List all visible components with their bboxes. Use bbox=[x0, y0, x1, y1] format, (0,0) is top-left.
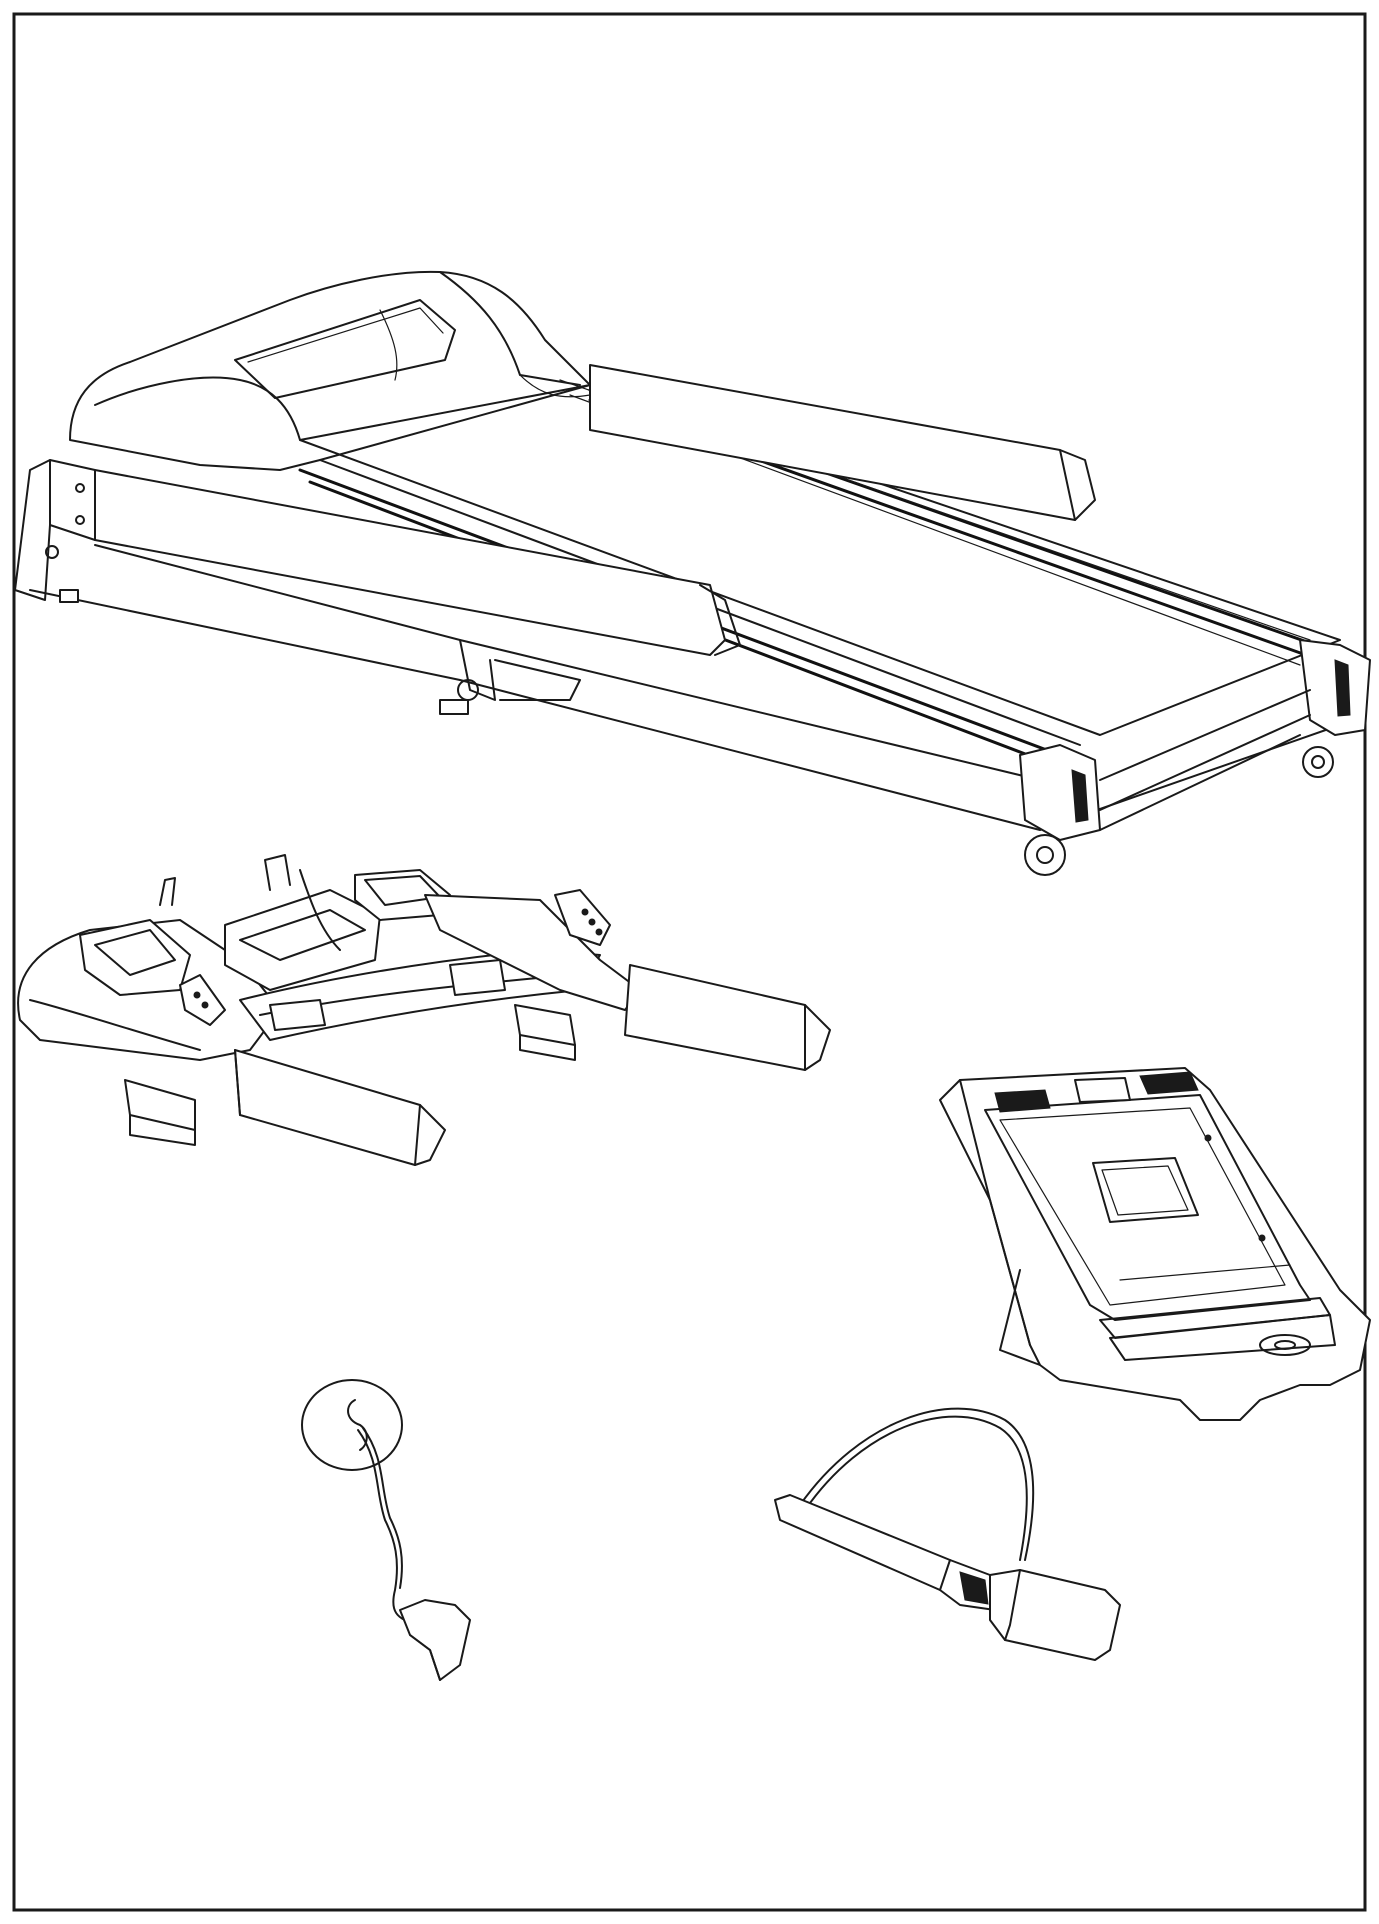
treadmill-frame-drawing bbox=[14, 270, 1371, 876]
lubricant-bottle-drawing bbox=[774, 1407, 1121, 1661]
safety-key-drawing bbox=[301, 1379, 471, 1681]
handrail-assembly-drawing bbox=[17, 854, 831, 1166]
page-border bbox=[12, 12, 1367, 1912]
console-drawing bbox=[939, 1067, 1371, 1421]
